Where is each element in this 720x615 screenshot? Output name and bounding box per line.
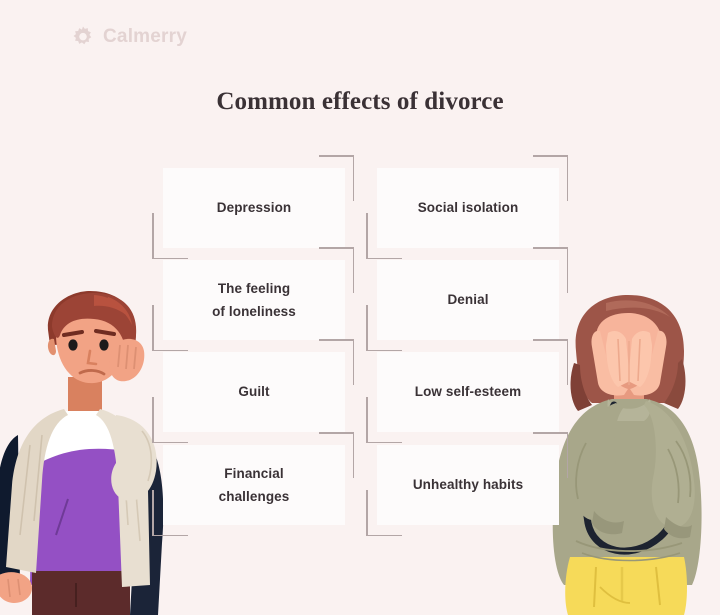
brand-logo[interactable]: Calmerry <box>72 26 187 48</box>
effect-card-feeling-of-loneliness[interactable]: The feeling of loneliness <box>152 247 354 351</box>
effect-card-financial-challenges[interactable]: Financial challenges <box>152 432 354 536</box>
page-title: Common effects of divorce <box>216 88 504 115</box>
effect-card-denial[interactable]: Denial <box>366 247 568 351</box>
effects-grid: Depression Social isolation The feeling … <box>152 155 568 536</box>
card-label-line: The feeling <box>217 280 291 296</box>
effect-card-unhealthy-habits[interactable]: Unhealthy habits <box>366 432 568 536</box>
card-label-line: Social isolation <box>417 200 519 216</box>
card-surface: Low self-esteem <box>377 352 559 432</box>
card-label-line: Unhealthy habits <box>412 477 524 493</box>
card-label-line: challenges <box>218 489 290 504</box>
card-label-line: Guilt <box>238 384 270 400</box>
card-label-line: Financial <box>224 465 284 481</box>
card-surface: Financial challenges <box>163 445 345 525</box>
card-label-line: Low self-esteem <box>414 384 522 400</box>
effect-card-low-self-esteem[interactable]: Low self-esteem <box>366 339 568 443</box>
card-label-line: Depression <box>216 200 292 216</box>
effect-card-social-isolation[interactable]: Social isolation <box>366 155 568 259</box>
card-surface: Denial <box>377 260 559 340</box>
woman-covering-face-illustration <box>552 295 702 615</box>
card-surface: Depression <box>163 168 345 248</box>
card-surface: The feeling of loneliness <box>163 260 345 340</box>
card-label-line: Denial <box>447 292 489 308</box>
flower-gear-icon <box>73 26 92 45</box>
card-surface: Unhealthy habits <box>377 445 559 525</box>
effect-card-depression[interactable]: Depression <box>152 155 354 259</box>
card-surface: Social isolation <box>377 168 559 248</box>
man-holding-head-illustration <box>0 291 164 615</box>
brand-name: Calmerry <box>103 26 187 47</box>
effect-card-guilt[interactable]: Guilt <box>152 339 354 443</box>
card-label-line: of loneliness <box>212 304 296 319</box>
card-surface: Guilt <box>163 352 345 432</box>
